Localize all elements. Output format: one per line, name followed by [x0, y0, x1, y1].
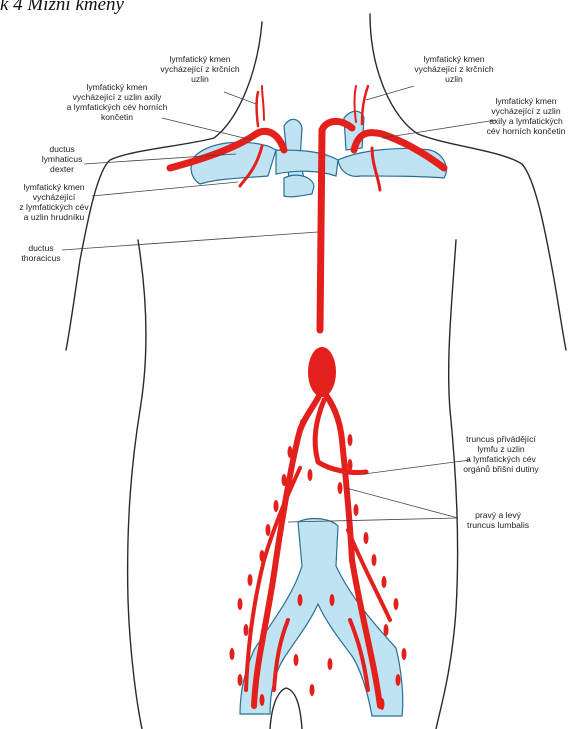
label-ductus-lymphaticus-dexter: ductus lymhaticus dexter	[34, 144, 90, 174]
label-neck-trunk-right: lymfatický kmen vycházející z krčních uz…	[396, 54, 512, 84]
label-thoracic-trunk: lymfatický kmen vycházející z lymfatický…	[4, 182, 104, 222]
label-axillary-trunk-left: lymfatický kmen vycházející z uzlin axil…	[52, 82, 182, 122]
label-lumbar-trunks: pravý a levý truncus lumbalis	[450, 510, 546, 530]
label-ductus-thoracicus: ductus thoracicus	[16, 243, 66, 263]
label-neck-trunk-left: lymfatický kmen vycházející z krčních uz…	[142, 54, 258, 84]
label-axillary-trunk-right: lymfatický kmen vycházející z uzlin axil…	[480, 96, 572, 136]
label-intestinal-trunk: truncus přivádějící lymfu z uzlin a lymf…	[446, 434, 556, 474]
